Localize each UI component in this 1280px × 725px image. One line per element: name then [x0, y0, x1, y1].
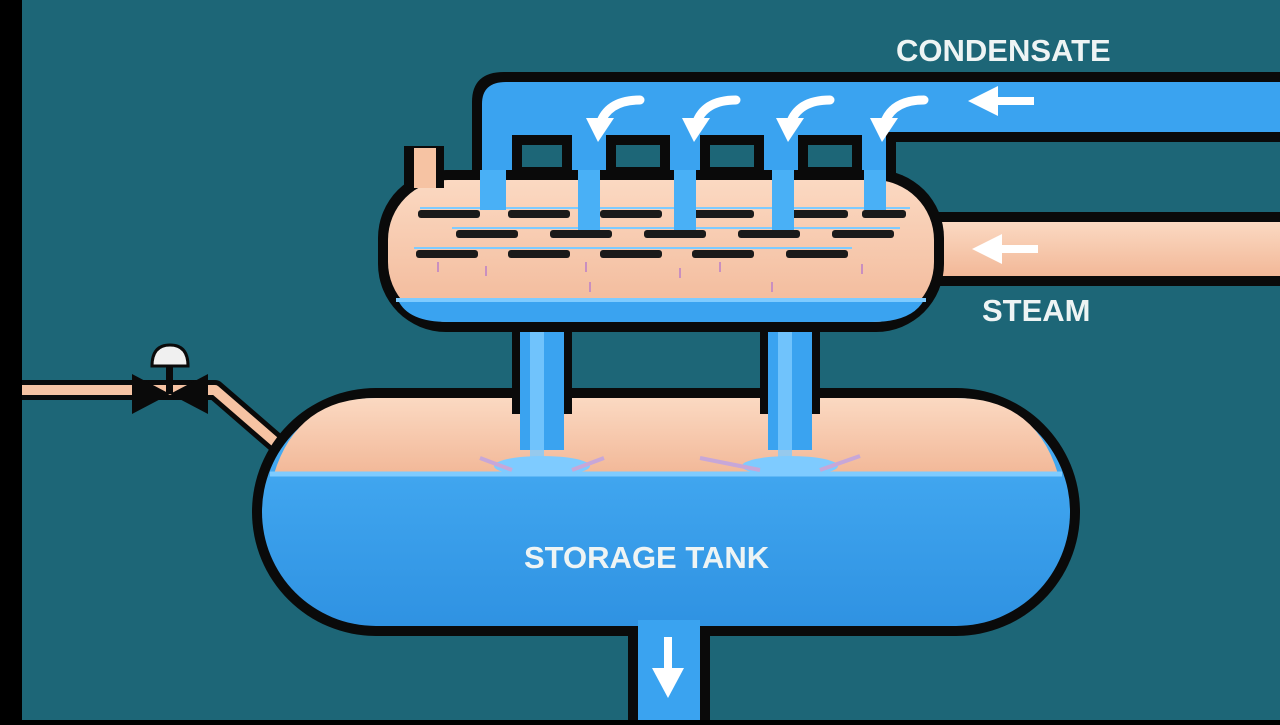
storage-tank [252, 388, 1080, 636]
flow-arrow-icon [972, 234, 1038, 264]
steam-pipe [880, 212, 1280, 286]
storage-tank-label: STORAGE TANK [524, 540, 770, 575]
deaerator-vessel [378, 146, 944, 332]
condensate-streams [480, 170, 886, 230]
valve-icon [132, 343, 208, 414]
condensate-label: CONDENSATE [896, 33, 1111, 68]
downcomer-pipes [479, 310, 861, 476]
down-arrow-icon [652, 637, 684, 698]
tray-stack [414, 207, 910, 292]
curved-arrow-heads [586, 118, 898, 142]
vent-steam-pipe [22, 380, 289, 456]
steam-label: STEAM [982, 293, 1091, 328]
flow-arrow-icon [968, 86, 1034, 116]
